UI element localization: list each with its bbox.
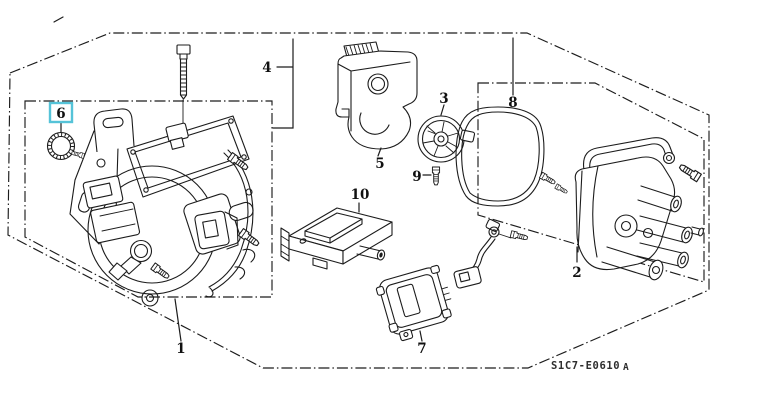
distributor-housing-drawing xyxy=(46,44,262,307)
sensor-screw xyxy=(509,230,529,242)
diagram-code-suffix: A xyxy=(623,362,629,373)
callout-8[interactable]: 8 xyxy=(508,95,517,111)
o-ring xyxy=(46,131,76,161)
distributor-cap-drawing xyxy=(539,137,704,281)
housing-screw-2 xyxy=(237,228,262,249)
callout-7[interactable]: 7 xyxy=(417,341,426,357)
igniter-drawing xyxy=(375,264,452,342)
callout-10[interactable]: 10 xyxy=(351,187,370,203)
cap-bullet-screw-2 xyxy=(554,183,569,195)
callout-6-highlighted[interactable]: 6 xyxy=(48,101,74,124)
diagram-code-text: S1C7-E0610 xyxy=(551,360,620,372)
gasket-drawing xyxy=(455,106,545,207)
callout-6-highlight-box xyxy=(48,101,74,124)
callout-4[interactable]: 4 xyxy=(262,60,271,76)
diagram-code: S1C7-E0610 A xyxy=(551,360,629,373)
leader-lines xyxy=(60,37,578,342)
rotor-drawing xyxy=(417,115,476,163)
housing-screw-3 xyxy=(150,262,172,281)
cover-drawing xyxy=(335,41,418,150)
rotor-screw xyxy=(431,166,441,186)
mounting-bolt xyxy=(176,44,191,129)
assembly-1-box xyxy=(24,100,273,298)
control-unit-drawing xyxy=(280,207,393,270)
stud-screw xyxy=(70,149,85,159)
cap-bullet-screw-1 xyxy=(539,171,557,187)
outer-boundary xyxy=(7,16,710,369)
callout-9[interactable]: 9 xyxy=(412,169,421,185)
callout-2[interactable]: 2 xyxy=(572,265,581,281)
cap-group-box xyxy=(477,82,705,283)
sensor-wire-drawing xyxy=(453,218,529,289)
cap-screw xyxy=(677,161,702,183)
callout-1[interactable]: 1 xyxy=(176,341,185,357)
callout-5[interactable]: 5 xyxy=(375,156,384,172)
callout-6[interactable]: 6 xyxy=(56,106,65,122)
callouts: 1 2 3 4 5 6 7 8 9 10 xyxy=(48,60,582,357)
callout-3[interactable]: 3 xyxy=(439,91,448,107)
